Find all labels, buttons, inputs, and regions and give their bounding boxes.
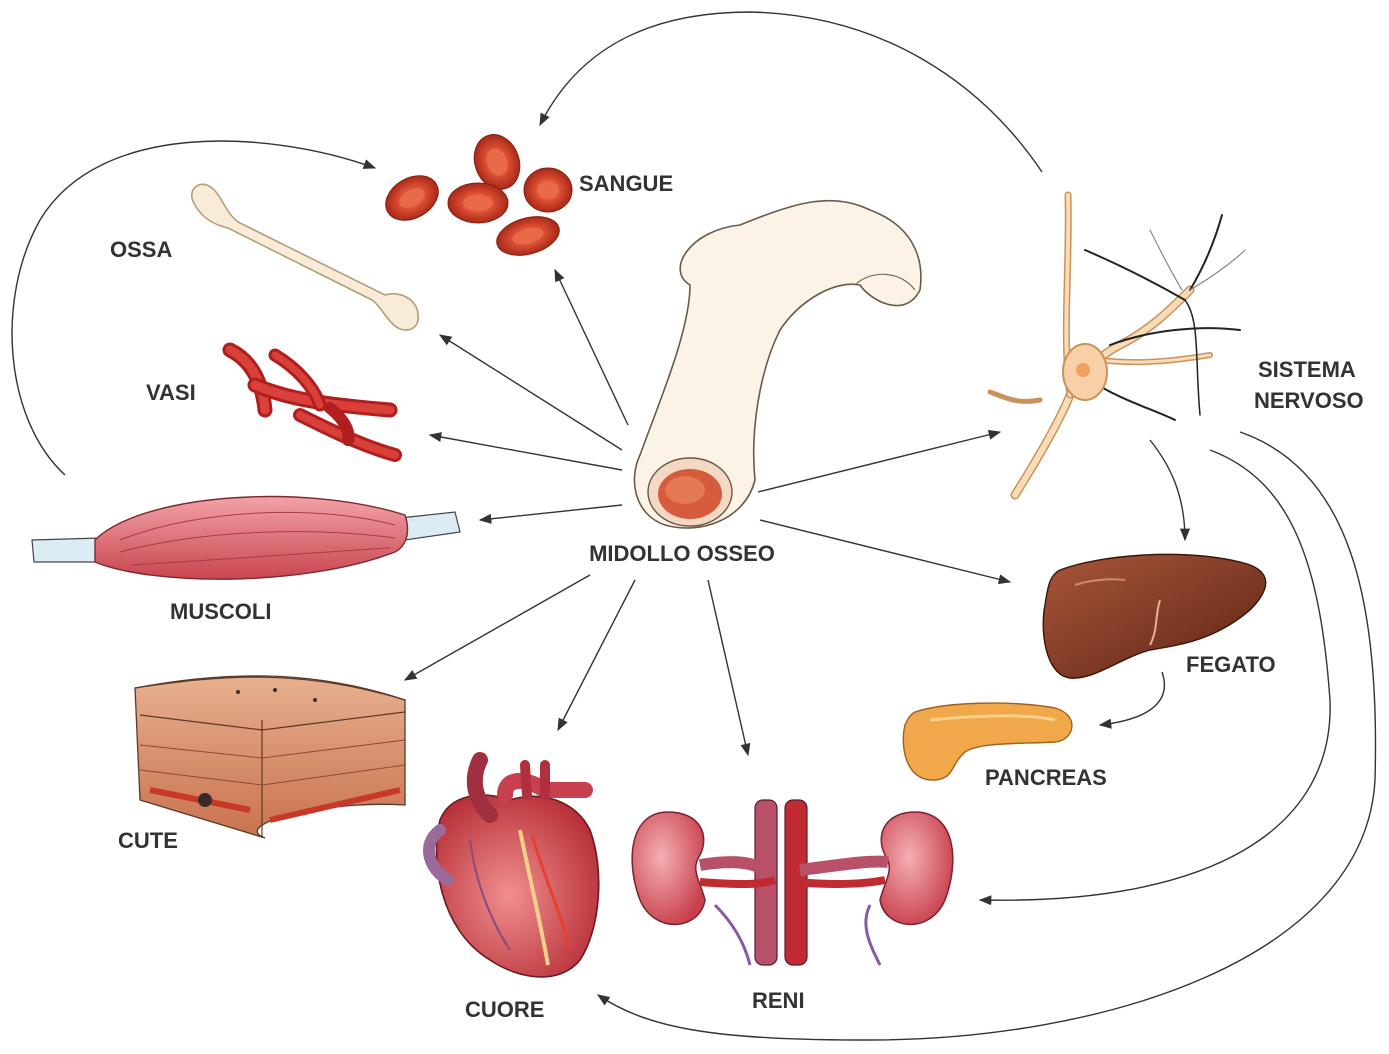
label-nervous-line1: SISTEMA xyxy=(1258,357,1356,382)
label-vessels: VASI xyxy=(146,380,196,405)
arrow-nervous-to-liver xyxy=(1150,440,1185,540)
skin-illustration xyxy=(135,676,405,838)
label-liver: FEGATO xyxy=(1186,652,1276,677)
arrow-to-kidneys xyxy=(708,580,748,755)
label-kidneys: RENI xyxy=(752,988,805,1013)
label-pancreas: PANCREAS xyxy=(985,765,1107,790)
kidneys-illustration xyxy=(632,800,953,965)
blood-vessels-illustration xyxy=(230,350,395,455)
heart-illustration xyxy=(429,760,599,977)
long-bone-illustration xyxy=(192,184,418,330)
arrow-to-blood xyxy=(555,270,628,425)
arrow-to-bone xyxy=(440,335,622,450)
neuron-illustration xyxy=(990,195,1245,495)
label-muscle: MUSCOLI xyxy=(170,599,271,624)
label-blood: SANGUE xyxy=(579,171,673,196)
arrow-nervous-to-kidneys xyxy=(980,450,1330,900)
arrow-liver-to-pancreas xyxy=(1100,672,1164,725)
label-heart: CUORE xyxy=(465,997,544,1022)
arrow-to-nervous xyxy=(758,432,1000,492)
blood-cells-illustration xyxy=(378,128,572,262)
label-nervous-line2: NERVOSO xyxy=(1254,388,1364,413)
label-center: MIDOLLO OSSEO xyxy=(589,541,775,566)
arrow-to-skin xyxy=(405,575,590,680)
arrow-to-vessels xyxy=(430,435,622,470)
bone-marrow-illustration xyxy=(634,201,920,528)
arrow-to-heart xyxy=(558,580,635,730)
arrow-to-liver xyxy=(760,520,1010,582)
muscle-illustration xyxy=(32,497,460,580)
arrow-to-muscle xyxy=(480,505,622,520)
label-skin: CUTE xyxy=(118,828,178,853)
label-bone: OSSA xyxy=(110,237,172,262)
arrow-nervous-to-blood xyxy=(540,12,1042,172)
